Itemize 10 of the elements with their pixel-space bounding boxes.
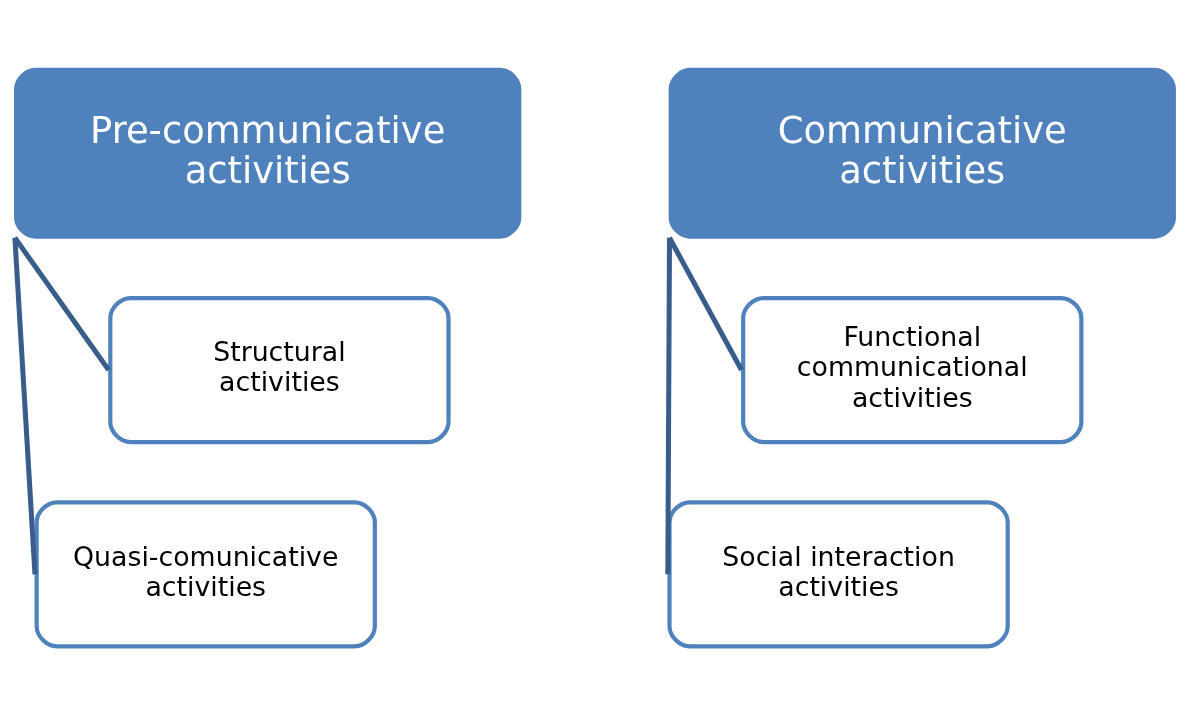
node-box: Quasi-comunicative activities: [34, 500, 377, 649]
node-box: Social interaction activities: [667, 500, 1010, 649]
node-box: Pre-communicative activities: [14, 67, 522, 239]
connector: [12, 237, 38, 575]
node-box: Communicative activities: [668, 67, 1176, 239]
connector: [665, 237, 672, 575]
connector: [667, 236, 744, 372]
connector: [12, 236, 111, 372]
node-box: Functional communicational activities: [741, 295, 1084, 445]
node-box: Structural activities: [108, 295, 451, 445]
